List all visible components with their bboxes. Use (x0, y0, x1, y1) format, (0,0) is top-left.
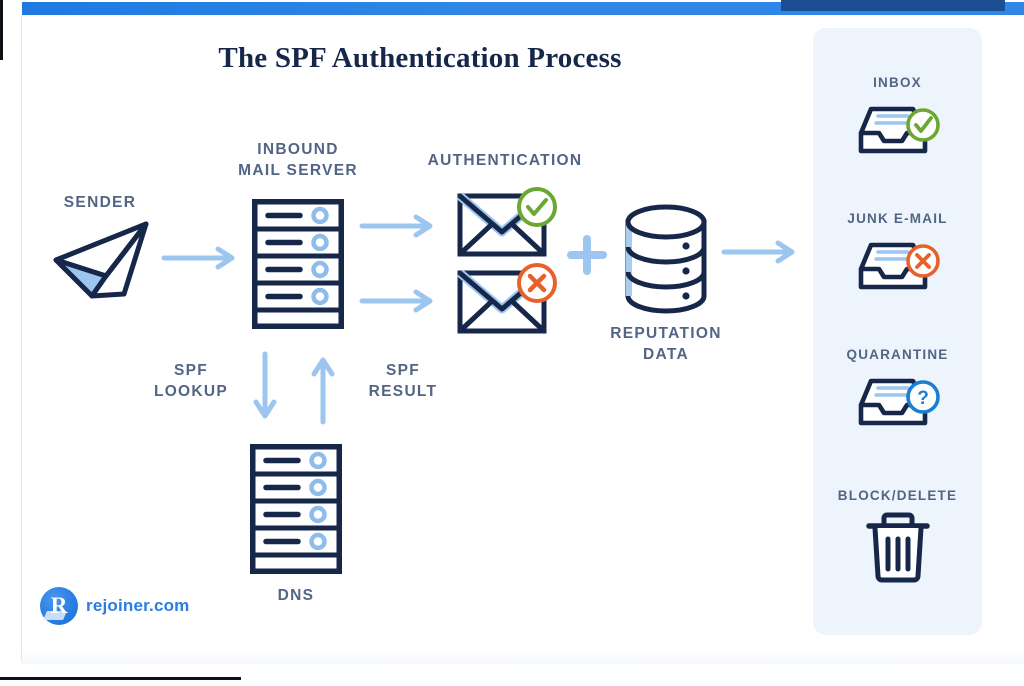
brand-name: rejoiner.com (86, 596, 190, 615)
page-title: The SPF Authentication Process (218, 42, 622, 74)
content-frame-left-border (21, 16, 22, 662)
top-progress-bar (22, 2, 1024, 15)
spf-result-label: SPF RESULT (368, 362, 438, 400)
rejoiner-logo-icon: R (40, 587, 78, 625)
database-icon (622, 204, 710, 316)
trash-can-icon (813, 512, 982, 586)
server-rack-icon-mail (252, 199, 344, 329)
window-edge-bottom (0, 677, 241, 680)
authentication-label: AUTHENTICATION (427, 152, 583, 169)
outcome-label-block-delete: BLOCK/DELETE (837, 488, 958, 503)
outcome-label-junk: JUNK E-MAIL (847, 211, 948, 226)
brand-logo[interactable]: R rejoiner.com (40, 587, 190, 625)
top-bar-dark-segment (781, 0, 1005, 11)
window-edge-left (0, 0, 3, 60)
inbox-tray-icon-quarantine: ? (813, 371, 982, 433)
outcome-label-inbox: INBOX (873, 75, 922, 90)
mail-server-label: INBOUND MAIL SERVER (238, 141, 358, 179)
x-badge-icon-auth (514, 260, 560, 306)
outcome-label-quarantine: QUARANTINE (846, 347, 949, 362)
reputation-label: REPUTATION DATA (610, 325, 722, 363)
content-frame-bottom-fade (22, 650, 1024, 664)
arrow-server-to-fail (359, 288, 440, 314)
arrow-server-to-pass (359, 213, 440, 239)
inbox-tray-icon-inbox (813, 99, 982, 161)
outcome-item-quarantine[interactable]: QUARANTINE ? (813, 347, 982, 433)
svg-text:?: ? (917, 388, 929, 409)
arrow-reputation-to-outcomes (721, 239, 800, 265)
arrow-down-icon (252, 351, 278, 424)
sender-label: SENDER (63, 194, 137, 211)
arrow-up-icon (310, 352, 336, 425)
check-badge-icon-auth (514, 184, 560, 230)
outcome-item-junk[interactable]: JUNK E-MAIL (813, 211, 982, 297)
outcome-item-inbox[interactable]: INBOX (813, 75, 982, 161)
arrow-sender-to-server (161, 245, 240, 271)
spf-lookup-label: SPF LOOKUP (153, 362, 229, 400)
outcome-item-block-delete[interactable]: BLOCK/DELETE (813, 488, 982, 586)
paper-plane-icon (48, 212, 158, 312)
inbox-tray-icon-junk (813, 235, 982, 297)
logo-mark-letter: R (50, 592, 68, 618)
server-rack-icon-dns (250, 444, 342, 574)
dns-label: DNS (277, 587, 315, 604)
plus-icon (566, 234, 608, 276)
